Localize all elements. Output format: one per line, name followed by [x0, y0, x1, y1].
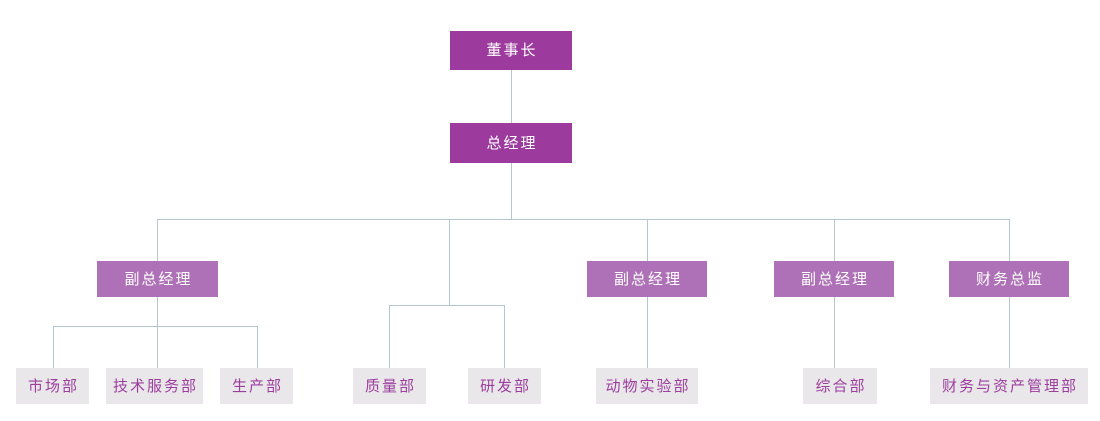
- org-node-vice-gm-1[interactable]: 副总经理: [97, 261, 218, 297]
- org-node-finance-director[interactable]: 财务总监: [949, 261, 1069, 297]
- org-node-dept-finance-asset[interactable]: 财务与资产管理部: [930, 368, 1088, 404]
- connector-line: [449, 219, 450, 305]
- connector-line: [511, 70, 512, 123]
- org-node-dept-market[interactable]: 市场部: [16, 368, 89, 404]
- connector-line: [511, 163, 512, 219]
- connector-line: [389, 305, 504, 306]
- connector-line: [157, 297, 158, 368]
- connector-line: [647, 219, 648, 261]
- connector-line: [1009, 297, 1010, 368]
- org-node-dept-tech-service[interactable]: 技术服务部: [106, 368, 203, 404]
- connector-line: [53, 326, 54, 368]
- org-node-vice-gm-3[interactable]: 副总经理: [774, 261, 894, 297]
- org-node-dept-animal-lab[interactable]: 动物实验部: [596, 368, 698, 404]
- org-node-general-manager[interactable]: 总经理: [450, 123, 572, 163]
- connector-line: [834, 219, 835, 261]
- org-node-chairman[interactable]: 董事长: [450, 31, 572, 70]
- connector-line: [157, 219, 158, 261]
- org-node-vice-gm-2[interactable]: 副总经理: [587, 261, 707, 297]
- connector-line: [257, 326, 258, 368]
- connector-line: [834, 297, 835, 368]
- connector-line: [1009, 219, 1010, 261]
- connector-line: [53, 326, 257, 327]
- connector-line: [504, 305, 505, 368]
- connector-line: [157, 219, 1010, 220]
- org-node-dept-general[interactable]: 综合部: [803, 368, 877, 404]
- org-node-dept-quality[interactable]: 质量部: [353, 368, 426, 404]
- connector-line: [647, 297, 648, 368]
- connector-line: [389, 305, 390, 368]
- org-node-dept-rnd[interactable]: 研发部: [468, 368, 541, 404]
- org-node-dept-production[interactable]: 生产部: [220, 368, 293, 404]
